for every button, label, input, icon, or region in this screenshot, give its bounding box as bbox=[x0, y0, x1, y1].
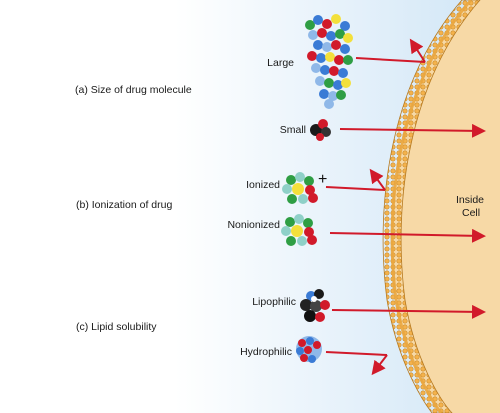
inside-cell-label-line1: Inside bbox=[456, 194, 485, 206]
positive-charge-symbol: + bbox=[318, 171, 328, 188]
arrow-hydrophilic-blocked bbox=[325, 351, 388, 376]
ionized-molecule-icon bbox=[282, 172, 318, 204]
nonionized-molecule-icon bbox=[281, 214, 317, 246]
membrane-core bbox=[390, 0, 473, 413]
arrow-large-blocked bbox=[355, 38, 426, 63]
ionized-label: Ionized bbox=[246, 179, 280, 191]
large-molecule-icon bbox=[305, 14, 353, 109]
nonionized-label: Nonionized bbox=[227, 219, 280, 231]
hydrophilic-label: Hydrophilic bbox=[240, 346, 292, 358]
lipophilic-label: Lipophilic bbox=[252, 296, 296, 308]
inside-cell-label-line2: Cell bbox=[462, 207, 481, 219]
small-molecule-icon bbox=[310, 119, 331, 141]
arrow-small-passes bbox=[339, 123, 486, 138]
arrow-nonionized-passes bbox=[329, 228, 486, 243]
small-label: Small bbox=[279, 124, 306, 136]
size-of-drug-label: (a) Size of drug molecule bbox=[75, 84, 192, 96]
hydrophilic-molecule-icon bbox=[296, 336, 322, 363]
lipophilic-molecule-icon bbox=[300, 289, 330, 322]
arrow-ionized-blocked bbox=[325, 168, 386, 191]
ionization-of-drug-label: (b) Ionization of drug bbox=[76, 199, 173, 211]
arrow-lipophilic-passes bbox=[331, 304, 486, 319]
large-label: Large bbox=[267, 57, 294, 69]
cell-membrane bbox=[382, 0, 481, 413]
lipid-solubility-label: (c) Lipid solubility bbox=[76, 321, 157, 333]
